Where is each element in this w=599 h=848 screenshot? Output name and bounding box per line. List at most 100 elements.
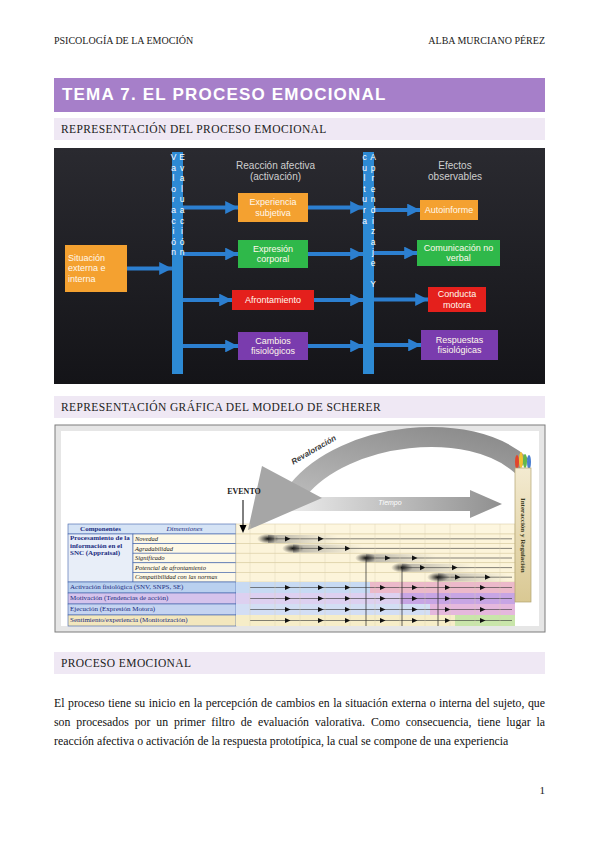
timeline-arrowhead [380,618,386,623]
situation-box: Situación externa e interna [65,245,127,292]
flow-arrow [374,298,428,302]
timeline-arrowhead [412,555,418,560]
timeline-arrowhead [380,607,386,612]
timeline-arrowhead [412,618,418,623]
table-header-cell [68,524,236,534]
grid-line [450,524,451,626]
timeline-arrowhead [285,596,291,601]
timeline-arrowhead [480,618,486,623]
table-cell [133,544,236,554]
cascade-line [438,577,439,626]
grid-line [250,524,251,626]
culture-bar: Aprendizaje Y cultura [363,152,374,374]
flow-arrow [374,343,421,347]
body-paragraph: El proceso tiene su inicio en la percepc… [54,694,545,751]
grid-line [375,524,376,626]
time-row [236,524,515,534]
table-cell [133,553,236,563]
table-cell-text: Motivación (Tendencias de acción) [70,593,236,604]
node-text: Conducta motora [431,289,483,310]
timeline-arrowhead [318,607,324,612]
table-cell [68,582,236,593]
heading-text: PROCESO EMOCIONAL [61,657,191,669]
node-text: Evaluación Valoración [169,152,186,374]
timeline-arrowhead [385,555,391,560]
component-band [236,593,515,604]
flow-arrow [183,298,232,302]
event-arrowhead [240,525,247,533]
timeline-arrowhead [445,585,451,590]
node-text: Situación externa e interna [68,253,124,284]
regulation-flame [523,454,527,468]
grid-line [400,524,401,626]
flow-arrow [314,298,363,302]
node-text: Autoinforme [425,205,474,215]
flow-arrow [183,206,238,210]
timeline-arrowhead [485,575,491,580]
cascade-line [402,568,403,626]
running-header: ALBA MURCIANO PÉREZ [345,35,545,47]
grid-line [325,524,326,626]
time-label: Tiempo [360,499,420,507]
table-cell-text: Agradabilidad [135,544,235,554]
time-row [236,534,515,544]
flow-arrow [183,344,238,348]
flow-arrow [308,206,363,210]
flow-arrow [127,267,172,271]
table-cell [68,615,236,626]
reappraisal-arrowhead [248,466,322,530]
timeline-arrowhead [420,565,426,570]
flow-arrow [308,344,363,348]
page-number: 1 [530,784,545,797]
timeline-arrowhead [345,585,351,590]
component-band [236,604,515,615]
event-arrow [243,500,244,526]
time-row [236,572,515,582]
component-band [236,582,515,593]
timeline-arrowhead [345,546,351,551]
table-header: Dimensiones [133,524,236,534]
timeline-arrowhead [452,565,458,570]
appraisal-bar: Evaluación Valoración [172,152,183,374]
running-header: PSICOLOGÍA DE LA EMOCIÓN [54,35,314,47]
column-heading: Efectos observables [412,156,498,186]
flow-arrow [183,252,238,256]
table-cell-text: Sentimiento/experiencia (Monitorización) [70,615,236,626]
reaction-box: Cambios fisiológicos [238,332,308,360]
section-heading: REPRESENTACIÓN DEL PROCESO EMOCIONAL [54,118,545,140]
timeline-arrowhead [318,546,324,551]
timeline-arrowhead [480,607,486,612]
timeline-arrowhead [318,596,324,601]
effect-box: Conducta motora [428,287,486,312]
heading-text: REPRESENTACIÓN DEL PROCESO EMOCIONAL [61,123,327,135]
flow-arrow [308,252,363,256]
table-cell-text: Novedad [135,534,235,544]
timeline-arrowhead [318,536,324,541]
table-cell [68,534,133,582]
time-row [236,544,515,554]
node-text: Expresión corporal [241,244,305,265]
node-text: Cambios fisiológicos [241,336,305,357]
heading-text: REPRESENTACIÓN GRÁFICA DEL MODELO DE SCH… [61,401,381,413]
timeline-arrowhead [480,596,486,601]
grid-line [500,524,501,626]
grid-line [300,524,301,626]
timeline-arrowhead [455,575,461,580]
section-heading: REPRESENTACIÓN GRÁFICA DEL MODELO DE SCH… [54,396,545,418]
diagram-panel [54,148,545,384]
timeline-arrowhead [345,607,351,612]
table-cell [133,534,236,544]
event-label: EVENTO [222,487,266,496]
timeline-arrowhead [380,585,386,590]
effect-box: Comunicación no verbal [417,240,500,266]
table-cell [68,604,236,615]
timeline-arrowhead [380,596,386,601]
flow-arrow [374,208,420,212]
table-cell-text: Significado [135,553,235,563]
effect-box: Respuestas fisiológicas [421,330,498,360]
grid-line [425,524,426,626]
timeline-arrowhead [318,618,324,623]
timeline-arrowhead [285,618,291,623]
regulation-band [515,468,531,602]
